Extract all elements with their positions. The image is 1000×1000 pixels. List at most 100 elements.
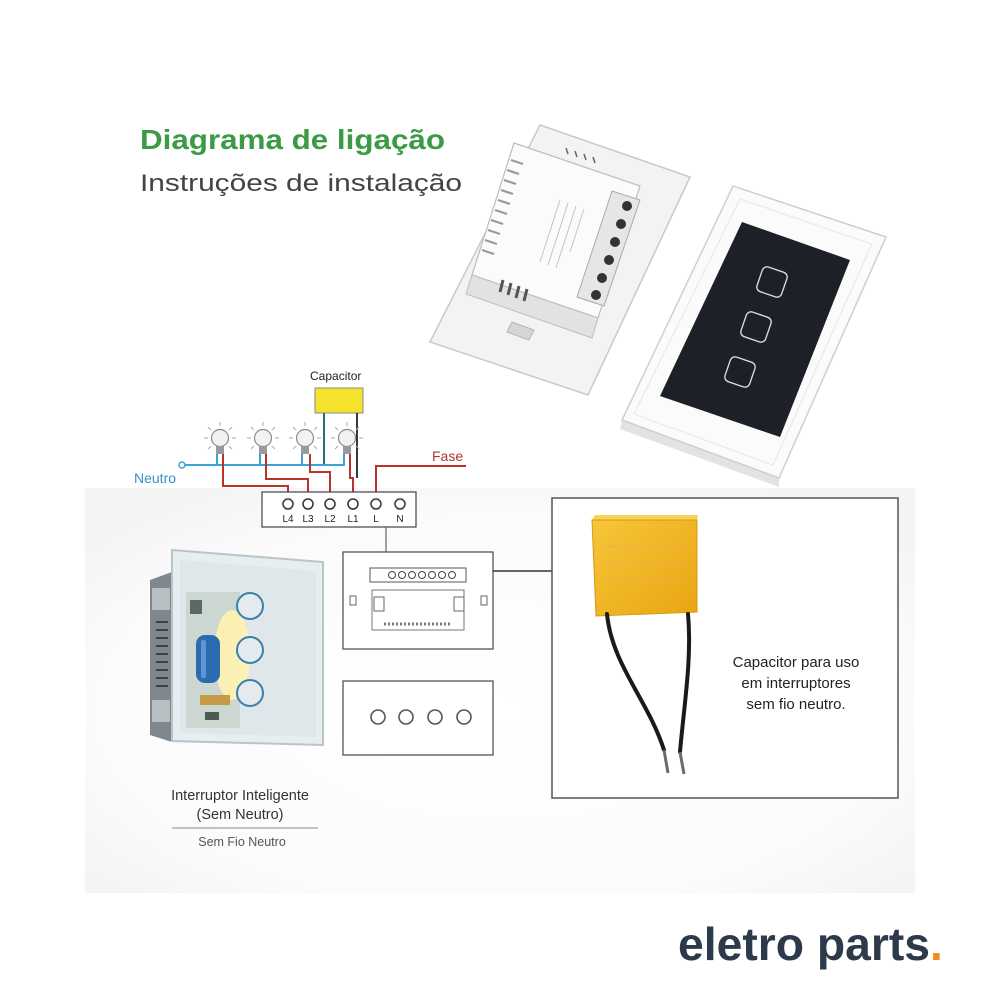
terminal-n <box>394 498 406 510</box>
capacitor-detail-box: Capacitor para uso em interruptores sem … <box>551 497 899 799</box>
vent <box>500 188 514 196</box>
caption-line: Capacitor para uso <box>733 654 860 671</box>
terminal-labels: L4 L3 L2 L1 L N <box>282 514 403 525</box>
bulb-base <box>259 446 267 454</box>
light-bulb-icon <box>247 422 279 454</box>
neutral-drops <box>216 454 345 465</box>
vent <box>487 228 501 236</box>
screw <box>622 201 632 211</box>
panel-edge <box>620 420 779 487</box>
mark <box>574 150 578 158</box>
terminal-label: N <box>396 514 403 525</box>
capacitor-component <box>196 635 220 683</box>
black-glass <box>660 222 850 437</box>
vent <box>510 158 524 166</box>
light-bulb-icon <box>331 422 363 454</box>
wire-phase <box>375 465 466 499</box>
brand-logo-text: eletro parts <box>678 918 930 970</box>
mark <box>565 147 569 155</box>
switch-front-drawing <box>342 680 494 756</box>
touch-buttons <box>236 592 264 707</box>
vent <box>484 238 498 246</box>
touch-button-drawing <box>398 709 414 725</box>
vent <box>498 279 505 293</box>
touch-button <box>236 679 264 707</box>
bulb-glass <box>253 428 273 448</box>
bulb-glass <box>295 428 315 448</box>
wire-l1 <box>349 454 354 499</box>
brand-logo-dot: . <box>930 918 943 970</box>
screw <box>616 219 626 229</box>
neutral-endpoint <box>178 461 186 469</box>
bulb-glass <box>210 428 230 448</box>
touch-button-3 <box>724 356 756 388</box>
capacitor-wire-right <box>678 612 692 754</box>
mount-ear-bottom <box>152 700 170 722</box>
terminal-l2 <box>324 498 336 510</box>
capacitor-symbol <box>314 387 364 414</box>
front-outline <box>342 680 494 756</box>
wire-end-left <box>662 749 670 774</box>
vent <box>522 288 529 302</box>
wire-end-right <box>678 751 686 775</box>
light-bulb-icon <box>289 422 321 454</box>
vent <box>481 248 495 256</box>
switch-caption-subtitle: (Sem Neutro) <box>196 807 283 823</box>
indicator-glow <box>214 610 250 700</box>
light-bulb-icon <box>204 422 236 454</box>
screw <box>591 290 601 300</box>
mount-ear-top <box>152 588 170 610</box>
bulb-rays <box>289 422 321 450</box>
capacitor-top-face <box>592 515 698 520</box>
wire-l3 <box>265 454 309 499</box>
capacitor-highlight <box>201 640 206 678</box>
touch-button-drawing <box>456 709 472 725</box>
bulb-rays <box>247 422 279 450</box>
touch-button-drawing <box>427 709 443 725</box>
capacitor-photo <box>591 519 698 617</box>
panel-inner-border <box>633 198 873 466</box>
terminal-l <box>370 498 382 510</box>
module-part <box>453 596 465 612</box>
mark <box>583 153 587 161</box>
terminal-label: L2 <box>324 514 336 525</box>
board-component <box>200 695 230 705</box>
capacitor-wire-left <box>605 612 666 752</box>
terminal-marks <box>565 147 596 164</box>
label-line <box>547 202 569 266</box>
touch-button <box>236 592 264 620</box>
front-buttons <box>370 709 472 725</box>
bulb-glass <box>337 428 357 448</box>
touch-button-drawing <box>370 709 386 725</box>
wiring-schematic: Capacitor Neutro <box>134 369 466 568</box>
phase-label: Fase <box>432 448 463 464</box>
side-vents <box>481 158 524 256</box>
switch-back-photo <box>428 124 692 396</box>
terminal-strip <box>576 190 641 307</box>
terminal-label: L <box>373 514 379 525</box>
switch-housing <box>150 572 172 742</box>
mount-tab <box>506 321 535 341</box>
switch-caption-note: Sem Fio Neutro <box>198 835 286 849</box>
capacitor-print <box>606 545 686 580</box>
switch-front-panel-photo <box>620 185 888 487</box>
switch-caption-title: Interruptor Inteligente <box>171 788 309 804</box>
vent <box>490 218 504 226</box>
switch-caption: Interruptor Inteligente (Sem Neutro) Sem… <box>171 788 318 849</box>
neutral-label: Neutro <box>134 470 176 486</box>
bulb-base <box>301 446 309 454</box>
switch-module-drawing <box>342 551 494 650</box>
wire-l2 <box>309 454 331 499</box>
label-line <box>539 199 561 263</box>
terminal-label: L1 <box>347 514 359 525</box>
page-subtitle: Instruções de instalação <box>140 170 462 197</box>
label-line <box>555 205 577 269</box>
vent <box>497 198 511 206</box>
bulb-rays <box>204 422 236 450</box>
capacitor-caption: Capacitor para uso em interruptores sem … <box>733 654 860 713</box>
mark <box>592 156 596 164</box>
module-terminal-row <box>369 567 467 583</box>
bulb-base <box>216 446 224 454</box>
page-title: Diagrama de ligação <box>140 124 445 155</box>
